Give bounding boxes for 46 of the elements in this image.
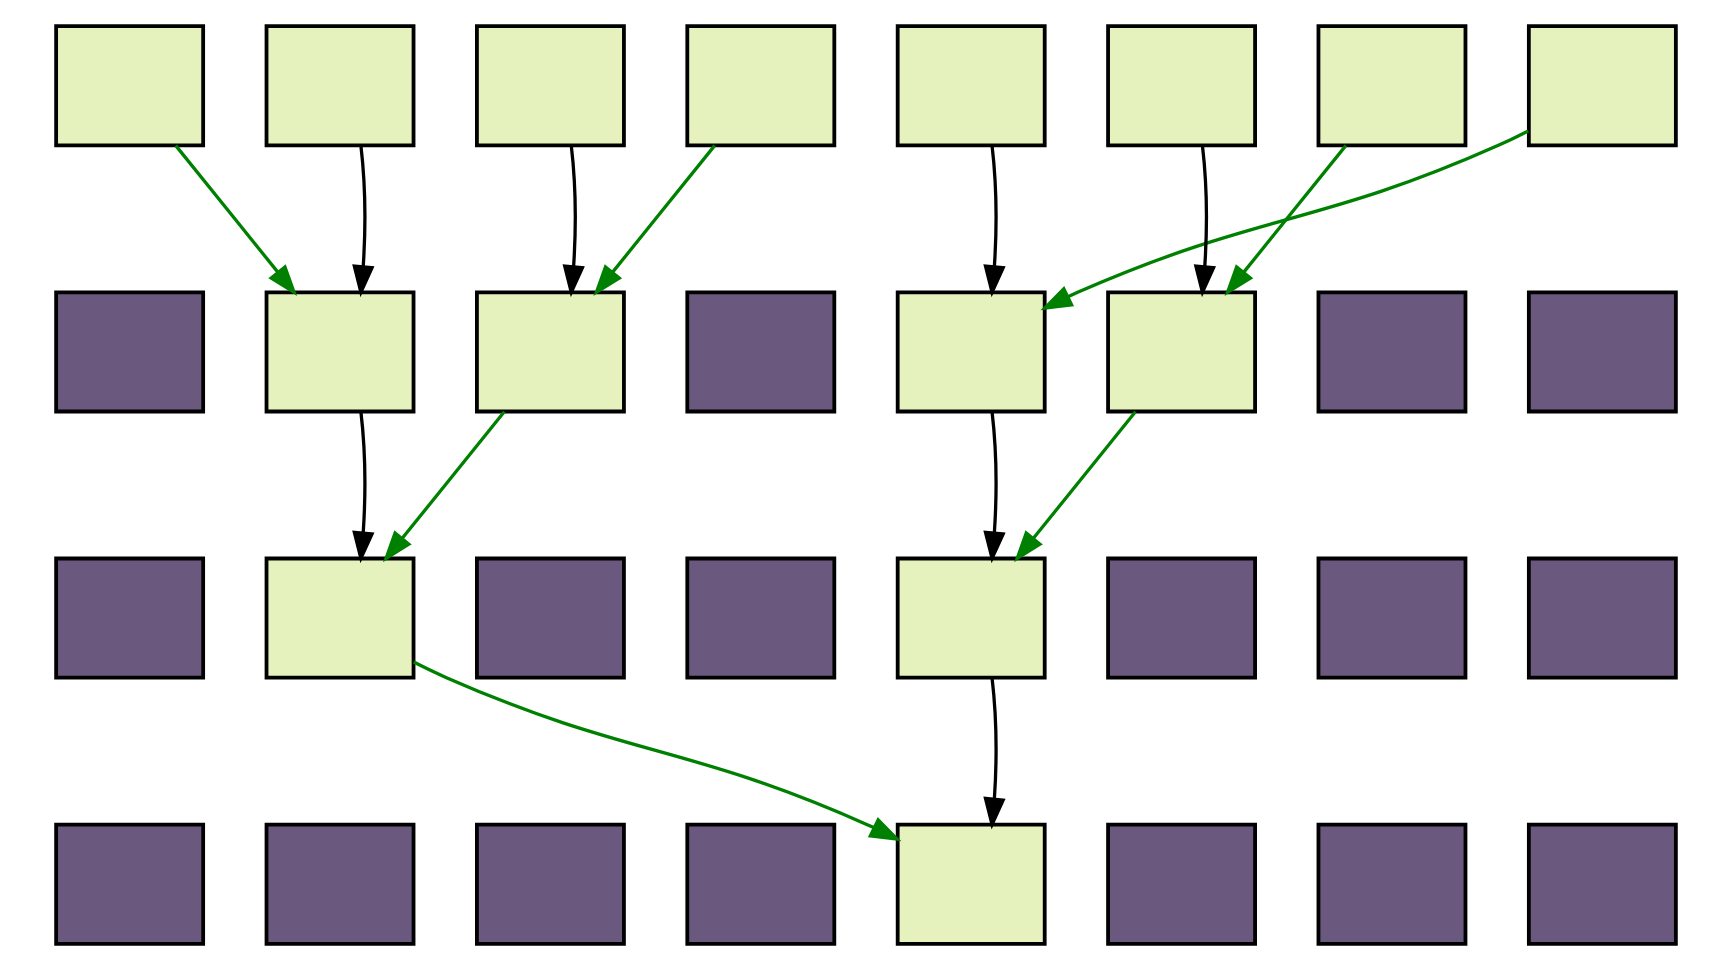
arrow <box>174 144 298 297</box>
node-box <box>895 290 1047 414</box>
node-box <box>1106 24 1257 148</box>
node-box <box>685 24 837 148</box>
node-box <box>264 822 416 946</box>
node-box <box>1526 822 1678 946</box>
arrow <box>983 145 1006 298</box>
node-box <box>475 24 626 148</box>
node-box <box>685 556 837 680</box>
node-box <box>685 290 837 414</box>
arrow <box>413 660 902 842</box>
node-box <box>1526 24 1678 148</box>
arrow <box>1014 410 1137 563</box>
node-box <box>475 556 626 680</box>
node-box <box>475 822 626 946</box>
node-box <box>895 24 1047 148</box>
node-box <box>895 556 1047 680</box>
arrow <box>382 410 506 563</box>
node-box <box>264 556 416 680</box>
node-box <box>1106 290 1257 414</box>
arrow <box>352 411 375 564</box>
node-box <box>895 822 1047 946</box>
node-box <box>54 556 206 680</box>
node-box <box>54 290 206 414</box>
node-box <box>1106 556 1257 680</box>
arrow <box>352 145 375 298</box>
node-box <box>264 24 416 148</box>
node-box <box>1316 24 1468 148</box>
node-box <box>1316 290 1468 414</box>
node-box <box>1526 556 1678 680</box>
arrow <box>1193 145 1216 298</box>
arrow <box>983 677 1006 830</box>
arrow <box>1040 129 1529 311</box>
arrow <box>562 145 585 298</box>
node-box <box>1106 822 1257 946</box>
node-box <box>1316 822 1468 946</box>
arrow <box>983 411 1006 564</box>
node-box <box>475 290 626 414</box>
node-box <box>54 822 206 946</box>
node-box <box>264 290 416 414</box>
node-box <box>1526 290 1678 414</box>
node-box <box>685 822 837 946</box>
arrow <box>1224 144 1348 297</box>
node-box <box>1316 556 1468 680</box>
arrow <box>593 144 716 297</box>
node-box <box>54 24 206 148</box>
